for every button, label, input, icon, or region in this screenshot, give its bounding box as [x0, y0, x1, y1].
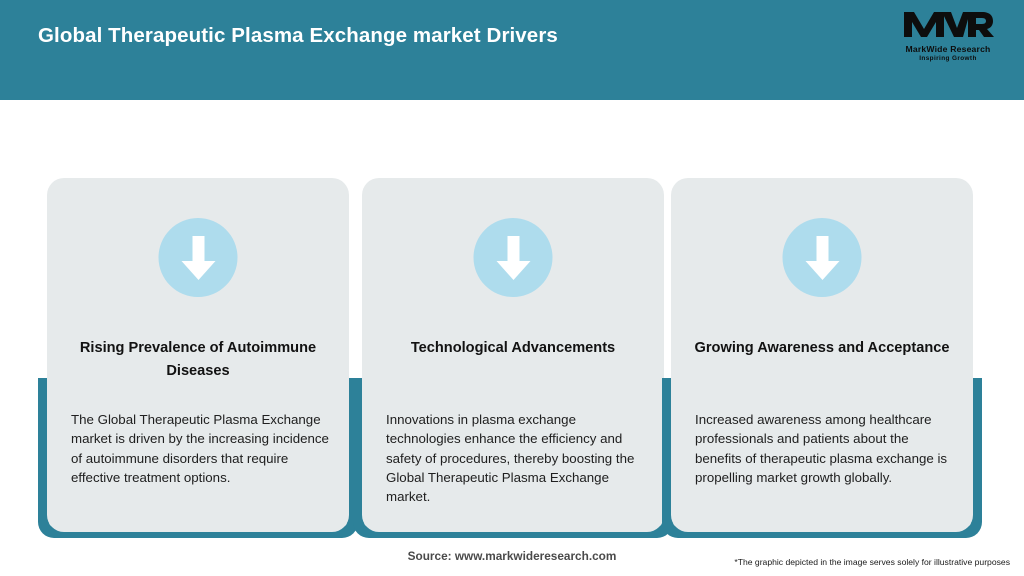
brand-logo: MarkWide Research Inspiring Growth — [890, 9, 1006, 65]
drivers-card-group: Rising Prevalence of Autoimmune Diseases… — [0, 100, 1024, 540]
arrow-down-icon — [158, 218, 238, 297]
card-frame-accent — [38, 378, 358, 538]
source-label: Source: www.markwideresearch.com — [407, 549, 617, 563]
card-heading: Rising Prevalence of Autoimmune Diseases — [79, 340, 317, 379]
logo-tagline: Inspiring Growth — [919, 55, 977, 62]
driver-card-3[interactable]: Growing Awareness and Acceptance Increas… — [662, 100, 982, 540]
card-frame-accent — [662, 378, 982, 538]
arrow-down-icon — [782, 218, 862, 297]
card-surface: Technological Advancements Innovations i… — [362, 178, 664, 532]
logo-mark-icon — [890, 9, 1006, 43]
card-body-text: Innovations in plasma exchange technolog… — [386, 412, 635, 505]
card-body-text: Increased awareness among healthcare pro… — [695, 412, 948, 485]
arrow-down-icon — [473, 218, 553, 297]
driver-card-1[interactable]: Rising Prevalence of Autoimmune Diseases… — [38, 100, 358, 540]
card-surface: Rising Prevalence of Autoimmune Diseases… — [47, 178, 349, 532]
page-title: Global Therapeutic Plasma Exchange marke… — [38, 24, 558, 47]
logo-company-name: MarkWide Research — [905, 44, 991, 54]
card-surface: Growing Awareness and Acceptance Increas… — [671, 178, 973, 532]
driver-card-2[interactable]: Technological Advancements Innovations i… — [353, 100, 673, 540]
card-body-text: The Global Therapeutic Plasma Exchange m… — [71, 412, 329, 485]
card-heading: Technological Advancements — [410, 340, 616, 356]
disclaimer-label: *The graphic depicted in the image serve… — [734, 557, 1010, 567]
page-header: Global Therapeutic Plasma Exchange marke… — [0, 0, 1024, 100]
card-heading: Growing Awareness and Acceptance — [694, 340, 950, 356]
